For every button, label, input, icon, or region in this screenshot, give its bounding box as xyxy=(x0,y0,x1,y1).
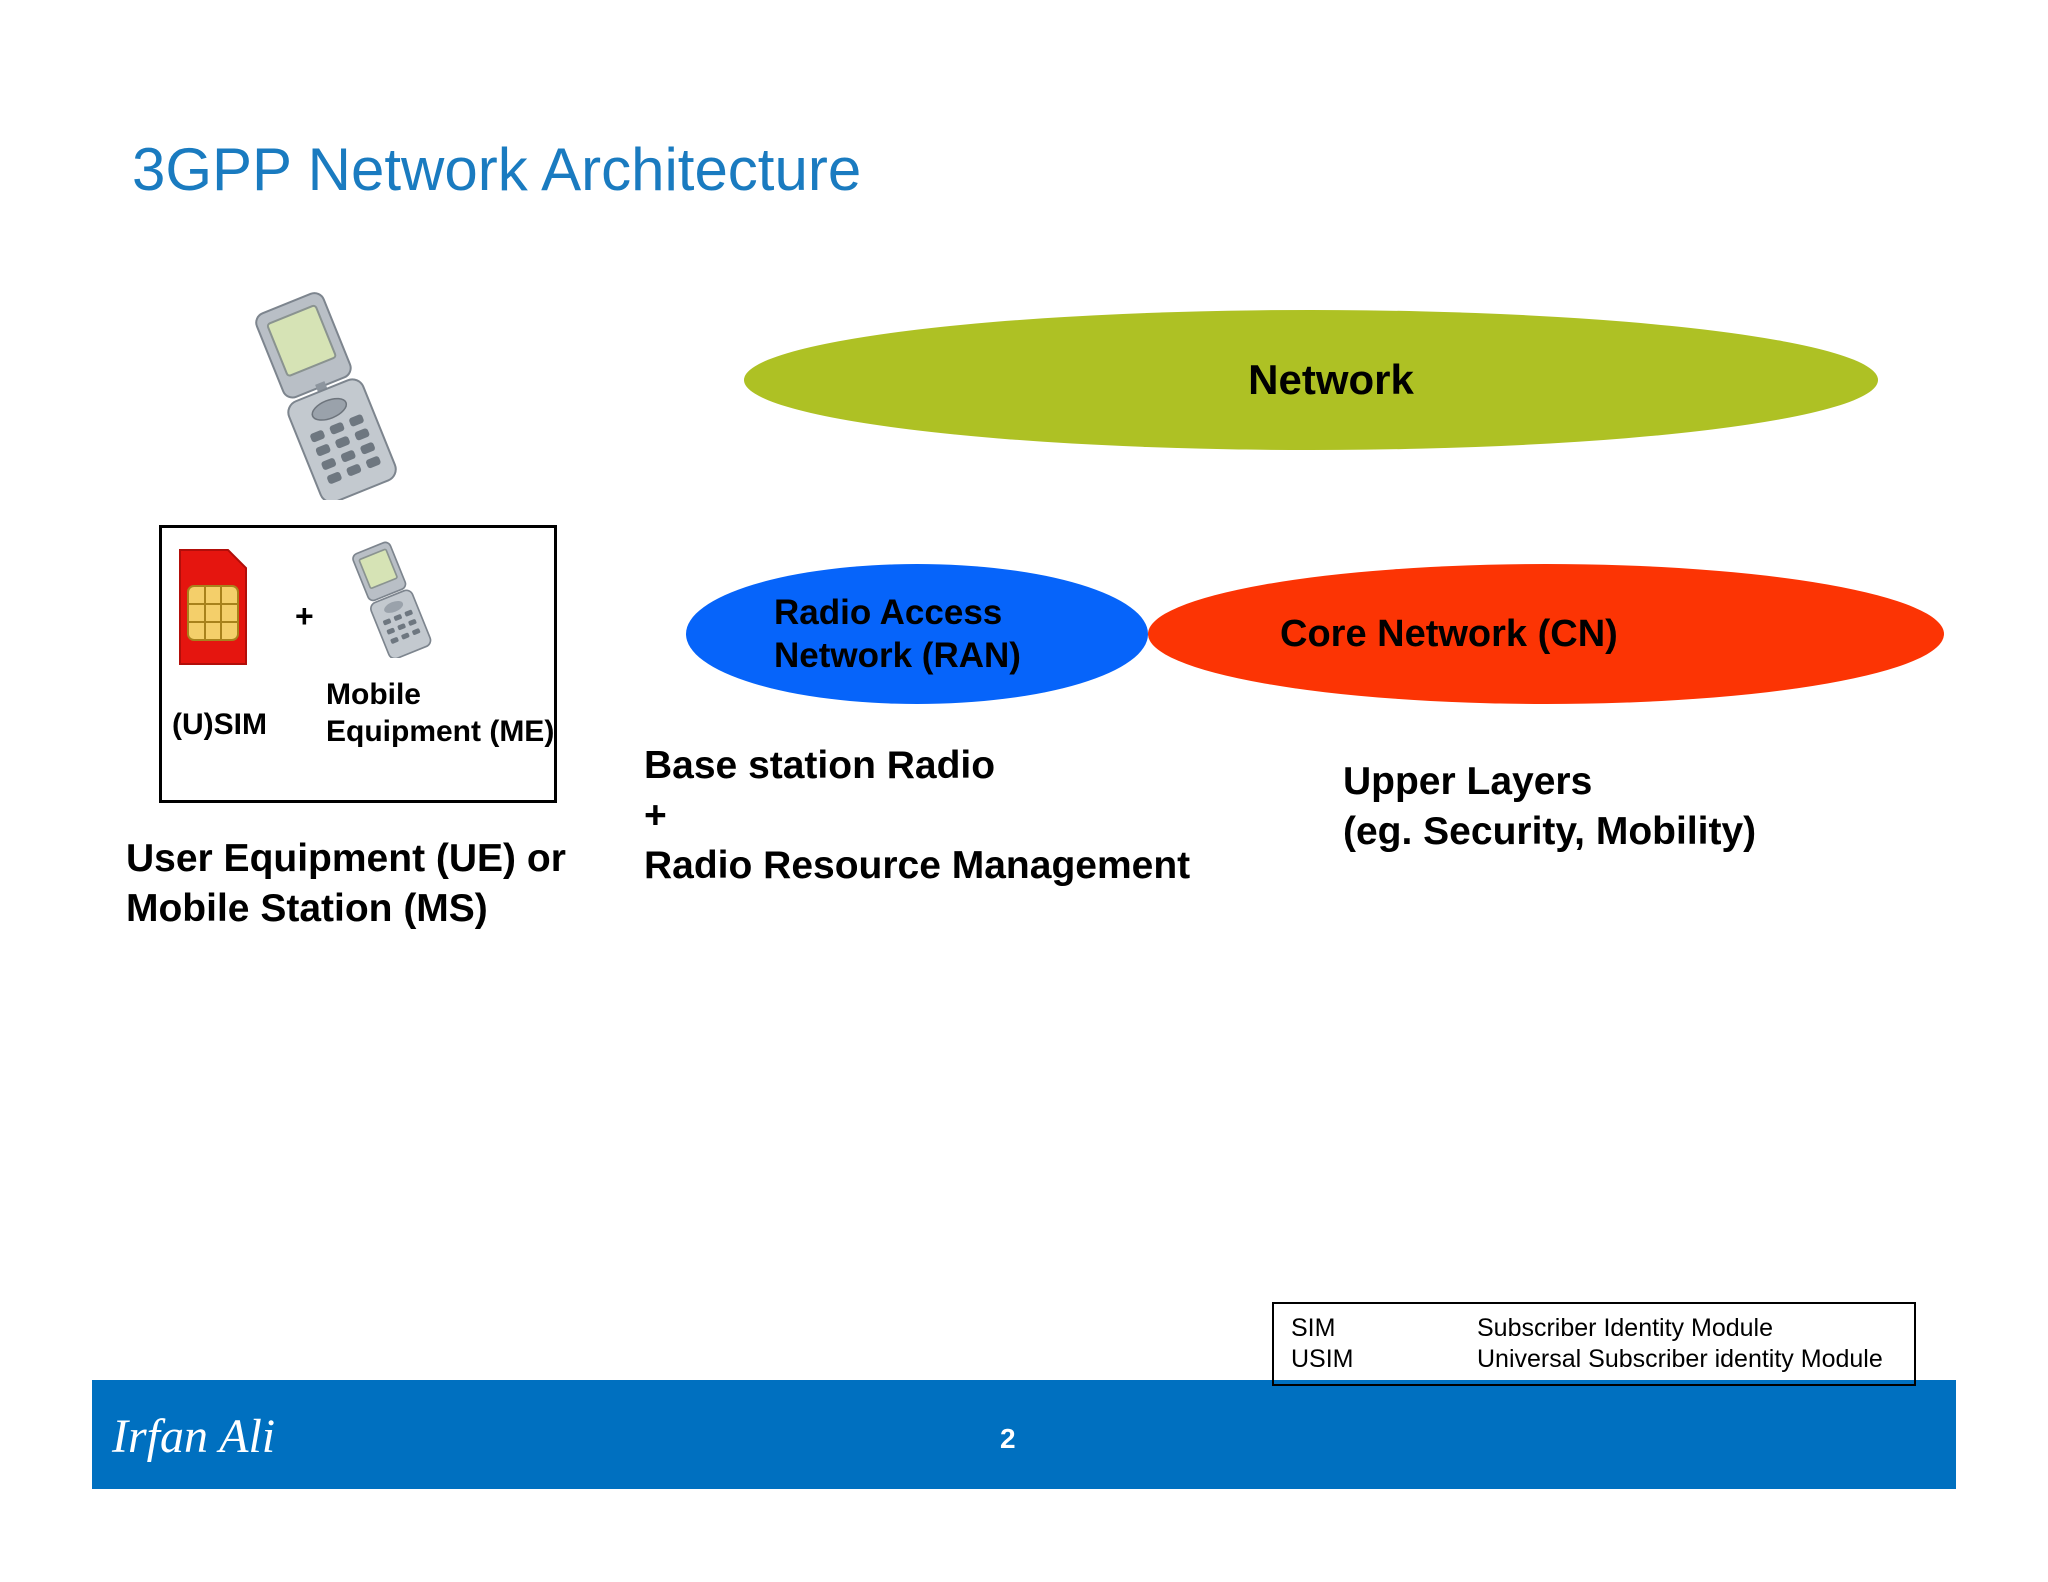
cn-label: Core Network (CN) xyxy=(1280,612,1618,655)
network-label: Network xyxy=(1248,356,1414,403)
me-label-line2: Equipment (ME) xyxy=(326,715,555,748)
ue-caption-line1: User Equipment (UE) or xyxy=(126,837,566,880)
legend-meaning: Subscriber Identity Module xyxy=(1477,1314,1773,1342)
usim-label: (U)SIM xyxy=(172,708,267,741)
legend-row: SIM Subscriber Identity Module xyxy=(1291,1314,1773,1343)
sim-card-icon xyxy=(179,549,247,665)
ran-caption-line3: Radio Resource Management xyxy=(644,844,1191,887)
cn-caption-line2: (eg. Security, Mobility) xyxy=(1343,810,1757,853)
page-title: 3GPP Network Architecture xyxy=(132,136,862,203)
network-ellipse: Network xyxy=(744,310,1878,450)
ue-box xyxy=(159,525,557,803)
ran-label: Radio Access Network (RAN) xyxy=(774,591,1021,677)
page-number: 2 xyxy=(1000,1423,1016,1454)
footer-author: Irfan Ali xyxy=(112,1410,276,1463)
ran-caption-line2: + xyxy=(644,794,667,837)
ue-caption-line2: Mobile Station (MS) xyxy=(126,887,488,930)
cn-caption: Upper Layers (eg. Security, Mobility) xyxy=(1343,757,1756,857)
ue-caption: User Equipment (UE) or Mobile Station (M… xyxy=(126,834,566,934)
flip-phone-icon xyxy=(255,292,397,500)
mobile-equipment-label: Mobile Equipment (ME) xyxy=(326,676,554,750)
footer-bar xyxy=(92,1380,1956,1489)
ran-caption-line1: Base station Radio xyxy=(644,744,996,787)
ran-caption: Base station Radio + Radio Resource Mana… xyxy=(644,741,1190,891)
me-label-line1: Mobile xyxy=(326,678,421,711)
legend-abbr: USIM xyxy=(1291,1345,1354,1373)
mobile-equipment-phone-icon xyxy=(352,541,432,658)
abbreviation-legend: SIM Subscriber Identity Module USIM Univer… xyxy=(1272,1302,1916,1386)
cn-caption-line1: Upper Layers xyxy=(1343,760,1593,803)
ran-label-line1: Radio Access xyxy=(774,593,1003,632)
plus-sign: + xyxy=(295,598,314,634)
ran-label-line2: Network (RAN) xyxy=(774,636,1021,675)
legend-row: USIM Universal Subscriber identity Module xyxy=(1291,1345,1883,1374)
ran-ellipse: Radio Access Network (RAN) xyxy=(686,564,1148,704)
legend-abbr: SIM xyxy=(1291,1314,1336,1342)
cn-ellipse: Core Network (CN) xyxy=(1148,564,1944,704)
legend-meaning: Universal Subscriber identity Module xyxy=(1477,1345,1883,1373)
